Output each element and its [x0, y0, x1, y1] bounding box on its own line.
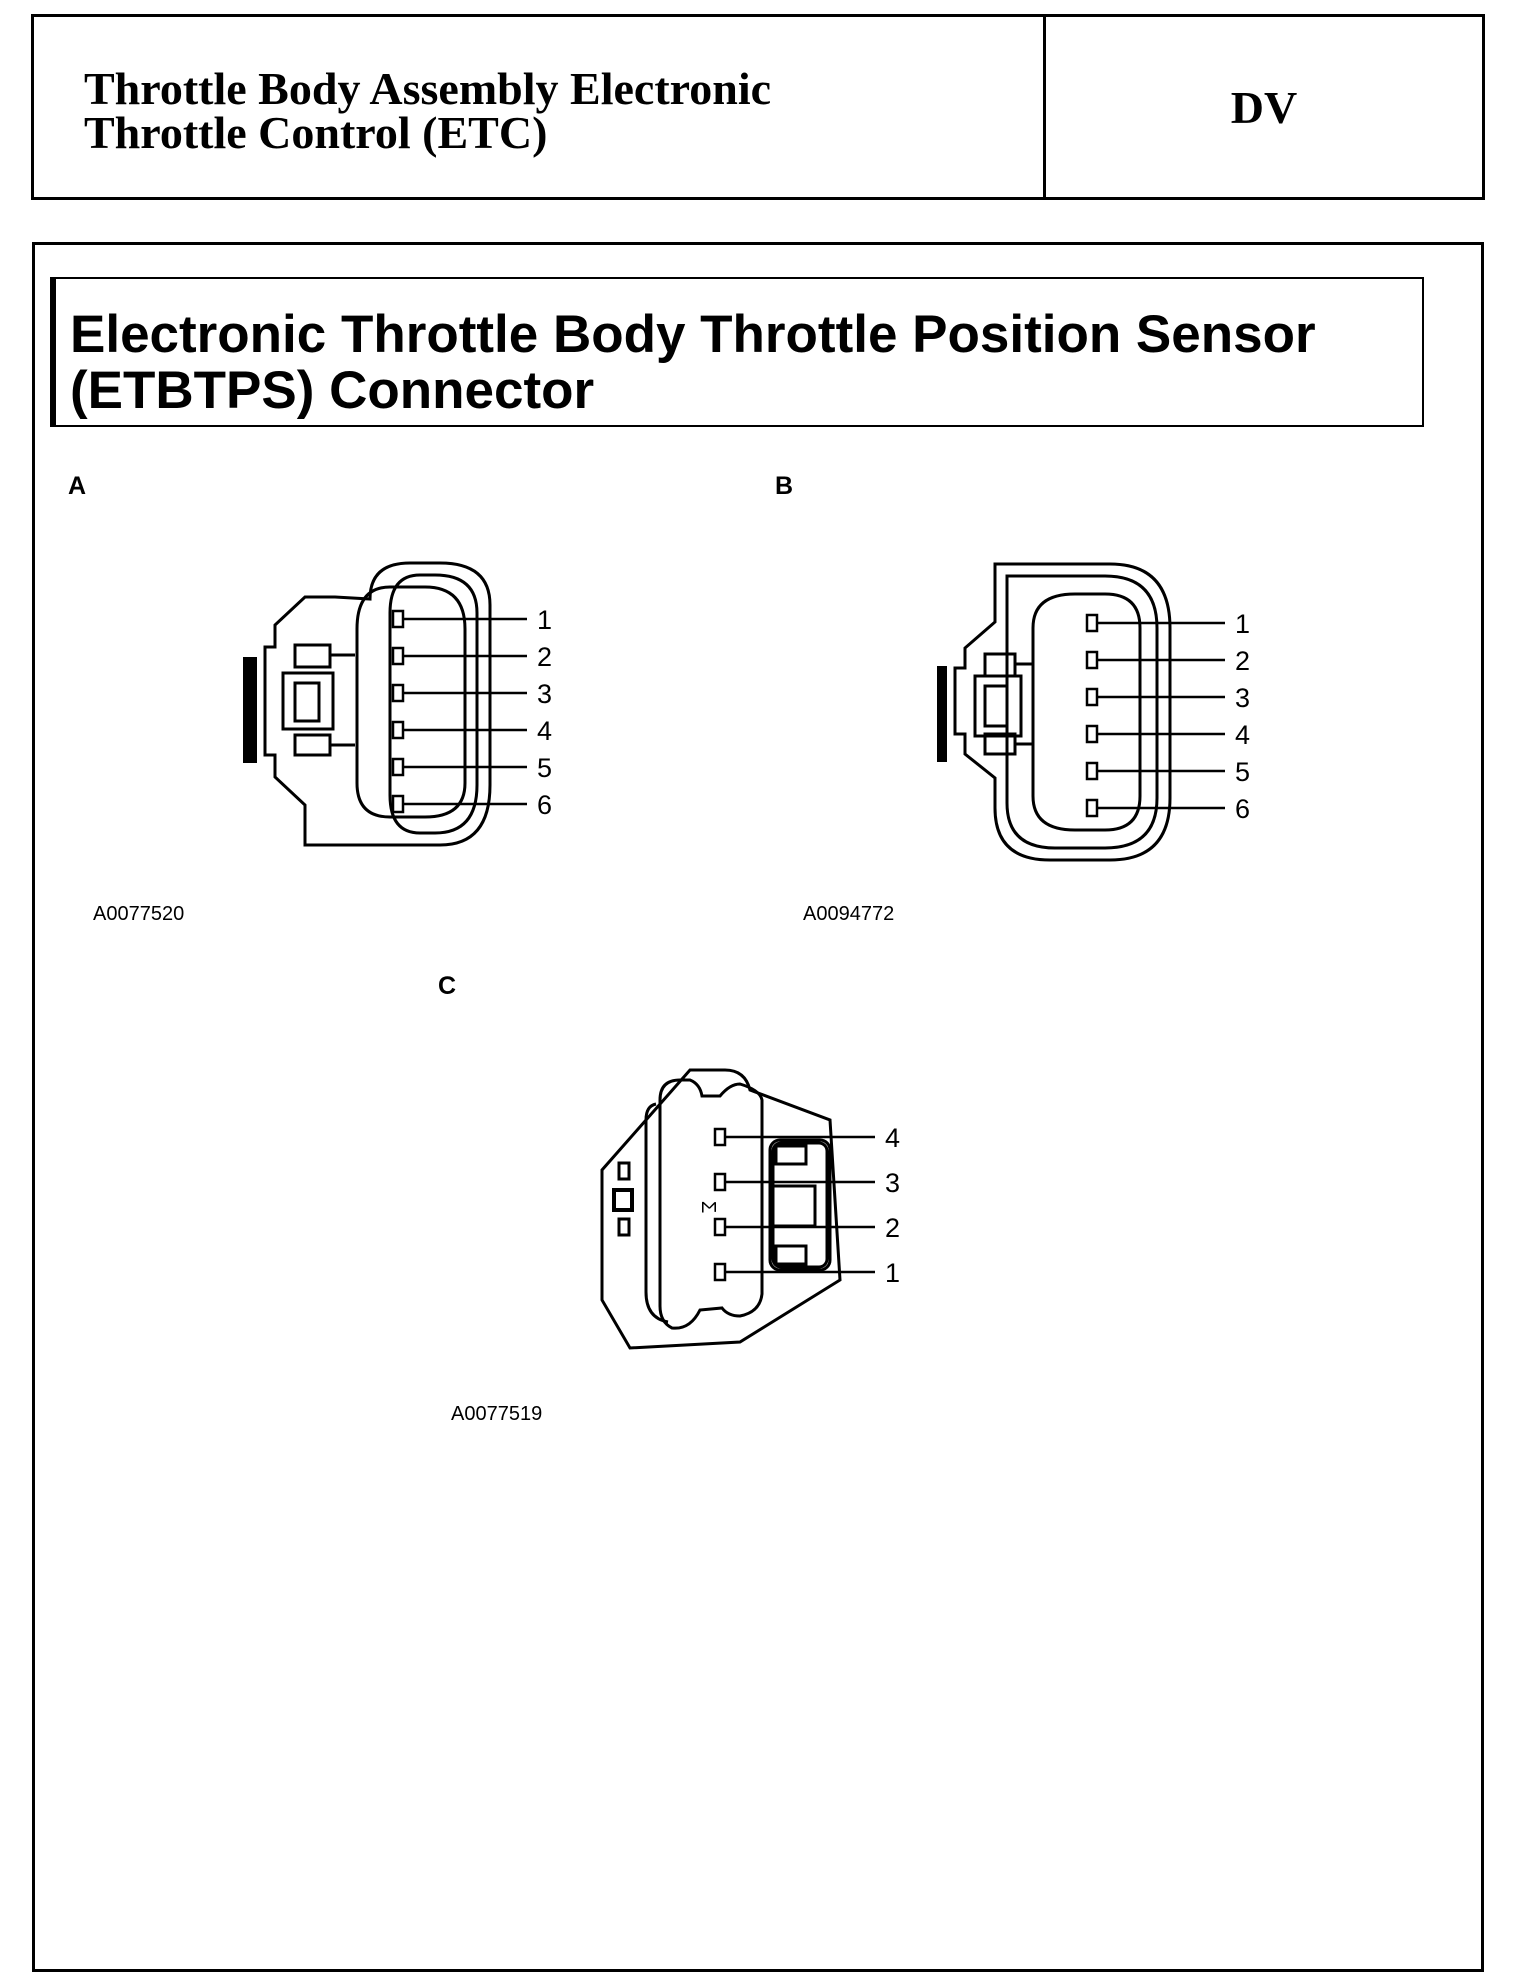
connector-a-diagram: 1 2 3 4 5 6 [243, 561, 552, 847]
header-title-line1: Throttle Body Assembly Electronic [84, 63, 772, 114]
section-title-line1: Electronic Throttle Body Throttle Positi… [70, 305, 1316, 364]
section-title-line2: (ETBTPS) Connector [70, 361, 595, 420]
connector-b-pin-label-4: 4 [1235, 720, 1250, 750]
connector-b-pin-label-6: 6 [1235, 794, 1250, 824]
connector-b-pin-label-2: 2 [1235, 646, 1250, 676]
page-header: Throttle Body Assembly Electronic Thrott… [31, 14, 1485, 200]
connector-b-pin-3 [1085, 687, 1099, 707]
content-frame [32, 242, 1484, 1972]
connector-b-pin-label-5: 5 [1235, 757, 1250, 787]
connector-a-pin-label-4: 4 [537, 716, 552, 746]
connector-a-pin-2 [391, 646, 405, 666]
figure-c-id: A0077519 [451, 1403, 543, 1425]
connector-c-pin-4 [713, 1127, 727, 1147]
connector-c-pin-label-2: 2 [885, 1213, 900, 1243]
connector-c-pin-label-4: 4 [885, 1123, 900, 1153]
connector-c-pin-2 [713, 1217, 727, 1237]
figure-a-id: A0077520 [93, 903, 185, 925]
connector-a-pin-4 [391, 720, 405, 740]
connector-b-pin-4 [1085, 724, 1099, 744]
connector-c-diagram: Σ 4 3 2 1 [600, 1068, 900, 1350]
connector-a-pin-label-1: 1 [537, 605, 552, 635]
connector-a-pin-label-2: 2 [537, 642, 552, 672]
connector-b-pin-2 [1085, 650, 1099, 670]
connector-b-pin-1 [1085, 613, 1099, 633]
connector-a-pin-6 [391, 794, 405, 814]
section-title: Electronic Throttle Body Throttle Positi… [50, 277, 1424, 427]
connector-a-pin-label-5: 5 [537, 753, 552, 783]
figure-b-id: A0094772 [803, 903, 895, 925]
connector-c-body-mark: Σ [697, 1201, 719, 1213]
connector-a-pin-3 [391, 683, 405, 703]
connector-b-pin-label-1: 1 [1235, 609, 1250, 639]
header-title-line2: Throttle Control (ETC) [84, 107, 548, 158]
figure-a-letter: A [68, 472, 87, 500]
connector-c-pin-3 [713, 1172, 727, 1192]
header-code: DV [1230, 81, 1298, 133]
connector-c-pin-label-3: 3 [885, 1168, 900, 1198]
connector-c-pin-label-1: 1 [885, 1258, 900, 1288]
connector-a-pin-label-3: 3 [537, 679, 552, 709]
connector-b-pin-label-3: 3 [1235, 683, 1250, 713]
connector-c-pin-1 [713, 1262, 727, 1282]
connector-b-diagram: 1 2 3 4 5 6 [937, 562, 1250, 862]
figure-b-letter: B [775, 472, 794, 500]
header-title: Throttle Body Assembly Electronic Thrott… [34, 17, 1046, 197]
connector-a-pin-5 [391, 757, 405, 777]
connector-b-pin-5 [1085, 761, 1099, 781]
connector-a-pin-label-6: 6 [537, 790, 552, 820]
figure-c-letter: C [438, 972, 457, 1000]
connector-b-pin-6 [1085, 798, 1099, 818]
connector-a-pin-1 [391, 609, 405, 629]
